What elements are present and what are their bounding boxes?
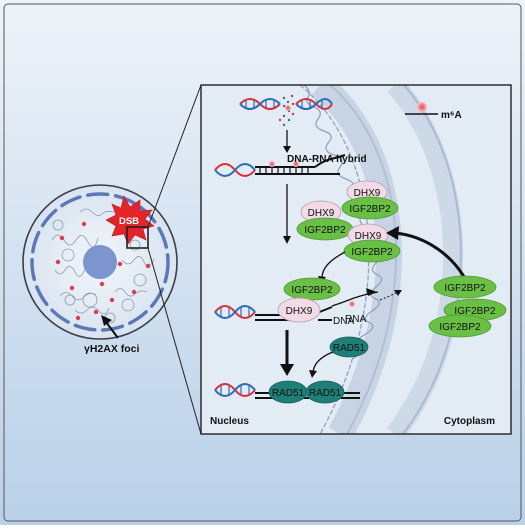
m6a-dot-icon	[417, 102, 427, 112]
nucleus-label: Nucleus	[210, 416, 249, 427]
arrow-3	[321, 251, 346, 279]
rad51-label: RAD51	[333, 343, 366, 354]
igf2bp2-label: IGF2BP2	[454, 306, 496, 317]
dna-helix-top	[239, 94, 333, 127]
dhx9-label: DHX9	[354, 188, 381, 199]
zoom-box	[126, 226, 149, 249]
igf2bp2-label: IGF2BP2	[351, 247, 393, 258]
dna-label: DNA	[333, 316, 354, 327]
legend-m6a-label: m⁶A	[441, 110, 462, 121]
rad51-protein	[305, 380, 345, 404]
dhx9-label: DHX9	[308, 208, 335, 219]
rna-strand	[331, 288, 402, 307]
dsb-burst: DSB	[105, 195, 155, 245]
dna-rna-hybrid	[214, 154, 346, 177]
gamma-h2ax-label: γH2AX foci	[84, 343, 140, 355]
igf2bp2-protein	[428, 314, 492, 338]
igf2bp2-label: IGF2BP2	[439, 322, 481, 333]
zoom-panel	[200, 84, 512, 435]
igf2bp2-label: IGF2BP2	[291, 285, 333, 296]
igf2bp2-label: IGF2BP2	[304, 225, 346, 236]
cytoplasm-igf2bp2: IGF2BP2 IGF2BP2 IGF2BP2	[428, 275, 507, 338]
rad51-protein	[329, 336, 369, 358]
complex-middle: IGF2BP2 DHX9	[277, 277, 341, 323]
cytoplasm-label: Cytoplasm	[444, 416, 495, 427]
nucleolus	[83, 245, 117, 279]
igf2bp2-label: IGF2BP2	[444, 283, 486, 294]
rna-label: RNA	[345, 314, 366, 325]
igf2bp2-label: IGF2BP2	[349, 204, 391, 215]
igf2bp2-protein	[283, 277, 341, 301]
zoom-panel-frame	[200, 84, 512, 435]
dhx9-protein	[277, 297, 321, 323]
outer-frame	[3, 3, 522, 522]
cell-nucleus	[22, 184, 178, 340]
gamma-h2ax-callout: γH2AX foci	[84, 315, 140, 355]
legend-m6a: m⁶A	[405, 102, 462, 121]
zoom-line-bottom	[147, 247, 202, 435]
igf2bp2-protein	[341, 196, 399, 220]
dsb-label: DSB	[119, 216, 139, 227]
arrow-5	[312, 351, 334, 373]
rad51-label: RAD51	[309, 388, 342, 399]
complex-top: DHX9 IGF2BP2 DHX9 IGF2BP2 DHX9 IGF2BP2	[296, 180, 401, 263]
igf2bp2-protein	[343, 239, 401, 263]
igf2bp2-protein	[433, 275, 497, 299]
dhx9-label: DHX9	[355, 231, 382, 242]
dhx9-label: DHX9	[286, 306, 313, 317]
rad51-label: RAD51	[272, 388, 305, 399]
dna-rna-hybrid-label: DNA-RNA hybrid	[287, 154, 367, 165]
zoom-line-top	[147, 84, 202, 228]
